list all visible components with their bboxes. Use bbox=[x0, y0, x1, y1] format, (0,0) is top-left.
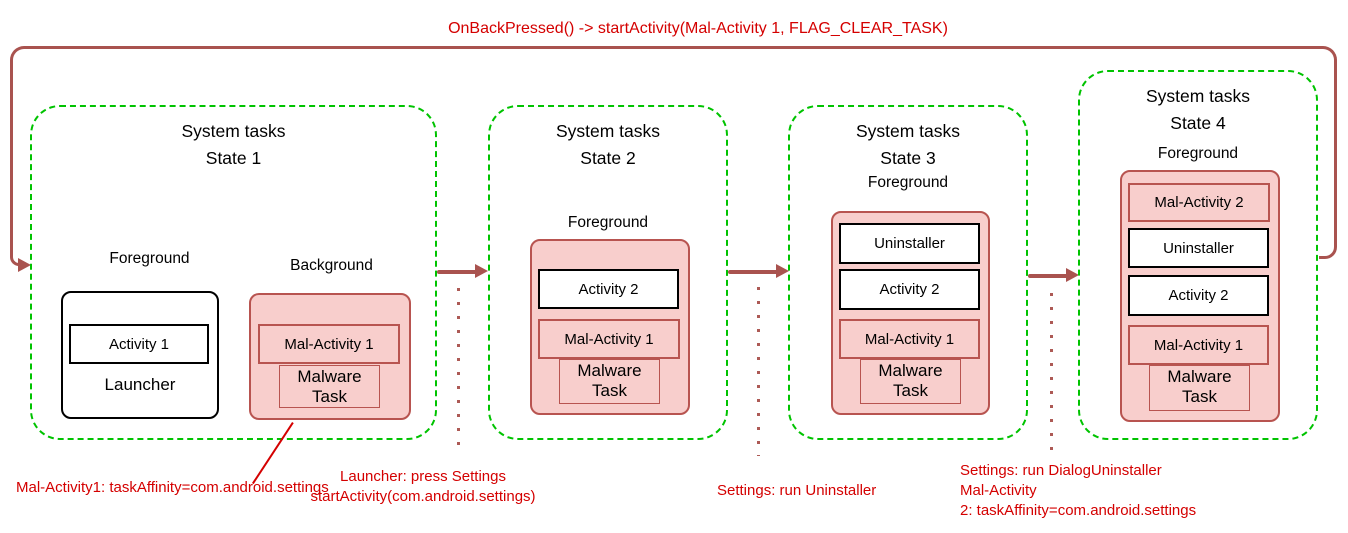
state-4-mal-activity-1-box: Mal-Activity 1 bbox=[1128, 325, 1269, 365]
dotted-line-transition-3 bbox=[1050, 293, 1053, 461]
state-1-background-label: Background bbox=[290, 257, 373, 274]
state-3-foreground-task-box: Uninstaller Activity 2 Mal-Activity 1 Ma… bbox=[831, 211, 990, 415]
dotted-line-transition-1 bbox=[457, 288, 460, 454]
arrowhead-state2-to-state3-icon bbox=[776, 264, 789, 278]
annotation-state4-line3: 2: taskAffinity=com.android.settings bbox=[960, 502, 1197, 519]
state-3-title-line2: State 3 bbox=[880, 148, 936, 168]
state-2-title-line2: State 2 bbox=[580, 148, 636, 168]
state-1-malware-task-label: Malware Task bbox=[279, 365, 380, 408]
annotation-state2-line1: Launcher: press Settings bbox=[340, 468, 506, 485]
state-3-group: System tasks State 3 Foreground Uninstal… bbox=[788, 105, 1028, 440]
state-3-foreground-label: Foreground bbox=[867, 174, 949, 191]
state-1-group: System tasks State 1 Foreground Backgrou… bbox=[30, 105, 437, 440]
state-3-mal-activity-1-box: Mal-Activity 1 bbox=[839, 319, 980, 359]
state-1-title: System tasks State 1 bbox=[32, 118, 435, 172]
dotted-line-transition-2 bbox=[757, 287, 760, 456]
state-1-title-line2: State 1 bbox=[205, 148, 262, 168]
state-4-group: System tasks State 4 Foreground Mal-Acti… bbox=[1078, 70, 1318, 440]
state-4-title-line2: State 4 bbox=[1170, 113, 1226, 133]
state-3-uninstaller-box: Uninstaller bbox=[839, 223, 980, 264]
state-4-mal-activity-2-box: Mal-Activity 2 bbox=[1128, 183, 1270, 222]
arrow-state3-to-state4 bbox=[1028, 274, 1068, 278]
state-4-foreground-task-box: Mal-Activity 2 Uninstaller Activity 2 Ma… bbox=[1120, 170, 1280, 422]
arrow-state2-to-state3 bbox=[728, 270, 778, 274]
state-4-title: System tasks State 4 bbox=[1080, 83, 1316, 137]
state-2-foreground-label: Foreground bbox=[567, 214, 649, 231]
arrowhead-state1-to-state2-icon bbox=[475, 264, 488, 278]
annotation-state2-line2: startActivity(com.android.settings) bbox=[310, 488, 536, 505]
annotation-state3: Settings: run Uninstaller bbox=[717, 482, 877, 499]
state-3-title: System tasks State 3 bbox=[790, 118, 1026, 172]
loopback-arrow-start-hook bbox=[1319, 245, 1337, 259]
state-4-title-line1: System tasks bbox=[1145, 86, 1251, 106]
state-4-foreground-label: Foreground bbox=[1157, 145, 1239, 162]
annotation-state4: Settings: run DialogUninstaller Mal-Acti… bbox=[960, 461, 1260, 521]
state-3-malware-task-label: Malware Task bbox=[860, 359, 961, 404]
annotation-state4-line2: Mal-Activity bbox=[960, 482, 1037, 499]
launcher-task-label: Launcher bbox=[104, 375, 176, 394]
launcher-task-box: Activity 1 Launcher bbox=[61, 291, 219, 419]
annotation-state1: Mal-Activity1: taskAffinity=com.android.… bbox=[16, 479, 329, 496]
state-3-title-line1: System tasks bbox=[855, 121, 961, 141]
arrowhead-state3-to-state4-icon bbox=[1066, 268, 1079, 282]
state-2-title-line1: System tasks bbox=[555, 121, 661, 141]
annotation-state2: Launcher: press Settings startActivity(c… bbox=[292, 467, 554, 507]
state-2-malware-task-label: Malware Task bbox=[559, 359, 660, 404]
loopback-arrowhead-icon bbox=[18, 258, 31, 272]
loopback-arrow-label: OnBackPressed() -> startActivity(Mal-Act… bbox=[448, 20, 948, 37]
state-1-title-line1: System tasks bbox=[181, 121, 286, 141]
loopback-arrow-path bbox=[10, 46, 1337, 247]
state-4-activity-2-box: Activity 2 bbox=[1128, 275, 1269, 316]
state-4-uninstaller-box: Uninstaller bbox=[1128, 228, 1269, 268]
arrow-state1-to-state2 bbox=[437, 270, 477, 274]
state-1-foreground-label: Foreground bbox=[109, 250, 190, 267]
state-1-mal-activity-1-box: Mal-Activity 1 bbox=[258, 324, 400, 364]
state-2-foreground-task-box: Activity 2 Mal-Activity 1 Malware Task bbox=[530, 239, 690, 415]
loopback-arrow-end-hook bbox=[10, 245, 21, 266]
state-2-title: System tasks State 2 bbox=[490, 118, 726, 172]
state-2-mal-activity-1-box: Mal-Activity 1 bbox=[538, 319, 680, 359]
state-3-activity-2-box: Activity 2 bbox=[839, 269, 980, 310]
annotation-state4-line1: Settings: run DialogUninstaller bbox=[960, 462, 1162, 479]
state-2-group: System tasks State 2 Foreground Activity… bbox=[488, 105, 728, 440]
state-1-malware-task-box: Mal-Activity 1 Malware Task bbox=[249, 293, 411, 420]
activity-1-box: Activity 1 bbox=[69, 324, 209, 364]
state-4-malware-task-label: Malware Task bbox=[1149, 365, 1250, 411]
state-2-activity-2-box: Activity 2 bbox=[538, 269, 679, 309]
